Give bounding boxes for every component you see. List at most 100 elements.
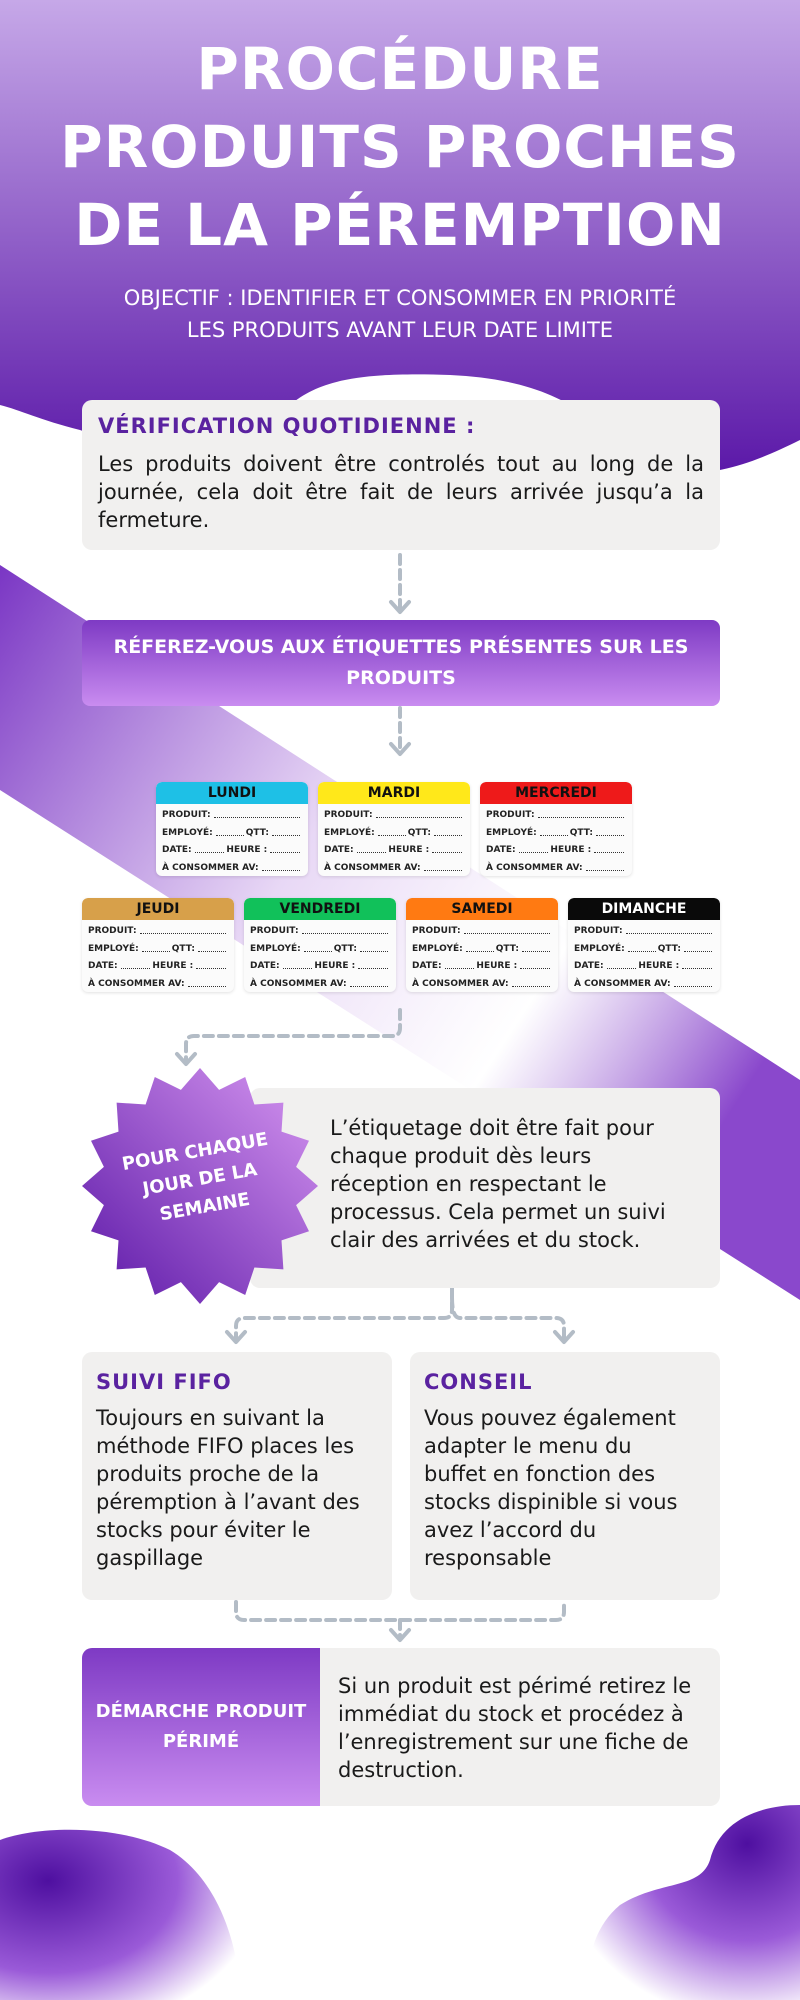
conseil-card: CONSEIL Vous pouvez également adapter le… bbox=[410, 1352, 720, 1600]
label-row: PRODUIT: bbox=[412, 924, 552, 936]
label-row: À CONSOMMER AV: bbox=[486, 861, 626, 873]
fifo-title: SUIVI FIFO bbox=[96, 1370, 232, 1394]
label-field-produit: PRODUIT: bbox=[162, 810, 211, 820]
labelling-text-line: clair des arrivées et du stock. bbox=[330, 1228, 641, 1252]
label-field-produit: PRODUIT: bbox=[412, 926, 461, 936]
reference-banner-line-1: RÉFEREZ-VOUS AUX ÉTIQUETTES PRÉSENTES SU… bbox=[113, 636, 689, 658]
label-field-line bbox=[377, 835, 406, 836]
label-field-date: DATE: bbox=[486, 845, 516, 855]
label-field-employe: EMPLOYÉ: bbox=[250, 944, 301, 954]
fifo-card: SUIVI FIFO Toujours en suivant la méthod… bbox=[82, 1352, 392, 1600]
day-label-samedi: SAMEDI PRODUIT: EMPLOYÉ:QTT: DATE:HEURE : À … bbox=[406, 898, 558, 992]
labelling-text-line: chaque produit dès leurs bbox=[330, 1144, 592, 1168]
label-row: DATE: HEURE : bbox=[88, 959, 228, 971]
label-field-date: DATE: bbox=[162, 845, 192, 855]
label-row: À CONSOMMER AV: bbox=[250, 977, 390, 989]
label-field-date: DATE: bbox=[88, 961, 118, 971]
conseil-text-line: stocks dispinible si vous bbox=[424, 1490, 678, 1514]
label-field-produit: PRODUIT: bbox=[250, 926, 299, 936]
expired-text-line: l’enregistrement sur une fiche de bbox=[338, 1730, 689, 1754]
label-field-line bbox=[197, 951, 226, 952]
conseil-text-line: adapter le menu du bbox=[424, 1434, 632, 1458]
label-row: PRODUIT: bbox=[574, 924, 714, 936]
label-row: DATE: HEURE : bbox=[162, 843, 302, 855]
label-field-line bbox=[465, 951, 494, 952]
label-field-produit: PRODUIT: bbox=[88, 926, 137, 936]
label-field-produit: PRODUIT: bbox=[486, 810, 535, 820]
day-label-header: MERCREDI bbox=[480, 782, 632, 804]
conseil-text-line: buffet en fonction des bbox=[424, 1462, 656, 1486]
label-field-qtt: QTT: bbox=[657, 944, 681, 954]
label-field-line bbox=[261, 870, 300, 871]
day-label-header: VENDREDI bbox=[244, 898, 396, 920]
expired-product-label: DÉMARCHE PRODUIT PÉRIMÉ bbox=[82, 1648, 320, 1806]
label-field-line bbox=[271, 835, 300, 836]
expired-label-line: PÉRIMÉ bbox=[162, 1731, 240, 1752]
page-title-line-2: PRODUITS PROCHES bbox=[60, 113, 740, 181]
label-field-consommer: À CONSOMMER AV: bbox=[324, 863, 421, 873]
label-field-line bbox=[187, 986, 226, 987]
label-field-consommer: À CONSOMMER AV: bbox=[574, 979, 671, 989]
day-label-header: LUNDI bbox=[156, 782, 308, 804]
label-field-date: DATE: bbox=[574, 961, 604, 971]
reference-labels-banner: RÉFEREZ-VOUS AUX ÉTIQUETTES PRÉSENTES SU… bbox=[82, 620, 720, 706]
label-field-consommer: À CONSOMMER AV: bbox=[412, 979, 509, 989]
label-row: PRODUIT: bbox=[162, 808, 302, 820]
label-field-line bbox=[423, 870, 462, 871]
label-field-line bbox=[594, 852, 624, 853]
label-field-line bbox=[518, 852, 549, 853]
labelling-text-line: processus. Cela permet un suivi bbox=[330, 1200, 666, 1224]
label-field-line bbox=[213, 817, 300, 818]
label-field-employe: EMPLOYÉ: bbox=[88, 944, 139, 954]
label-row: EMPLOYÉ:QTT: bbox=[162, 826, 302, 838]
label-field-employe: EMPLOYÉ: bbox=[162, 828, 213, 838]
label-field-line bbox=[356, 852, 387, 853]
label-field-line bbox=[358, 968, 388, 969]
label-field-line bbox=[444, 968, 475, 969]
label-row: PRODUIT: bbox=[324, 808, 464, 820]
label-row: PRODUIT: bbox=[88, 924, 228, 936]
label-row: PRODUIT: bbox=[486, 808, 626, 820]
label-field-heure: HEURE : bbox=[476, 961, 518, 971]
conseil-text-line: responsable bbox=[424, 1546, 552, 1570]
label-field-consommer: À CONSOMMER AV: bbox=[250, 979, 347, 989]
label-field-heure: HEURE : bbox=[226, 845, 268, 855]
day-label-header: MARDI bbox=[318, 782, 470, 804]
label-field-heure: HEURE : bbox=[152, 961, 194, 971]
label-field-qtt: QTT: bbox=[407, 828, 431, 838]
label-field-line bbox=[194, 852, 225, 853]
fifo-text-line: stocks pour éviter le bbox=[96, 1518, 311, 1542]
label-row: EMPLOYÉ:QTT: bbox=[412, 942, 552, 954]
label-field-heure: HEURE : bbox=[638, 961, 680, 971]
label-field-line bbox=[141, 951, 170, 952]
fifo-text-line: méthode FIFO places les bbox=[96, 1434, 355, 1458]
label-field-line bbox=[139, 933, 226, 934]
label-row: DATE:HEURE : bbox=[250, 959, 390, 971]
label-row: À CONSOMMER AV: bbox=[324, 861, 464, 873]
label-field-date: DATE: bbox=[324, 845, 354, 855]
label-field-heure: HEURE : bbox=[314, 961, 356, 971]
verification-text: Les produits doivent être controlés tout… bbox=[98, 452, 704, 532]
label-field-consommer: À CONSOMMER AV: bbox=[88, 979, 185, 989]
label-field-line bbox=[432, 852, 462, 853]
label-field-line bbox=[682, 968, 712, 969]
label-field-line bbox=[433, 835, 462, 836]
label-field-consommer: À CONSOMMER AV: bbox=[486, 863, 583, 873]
label-field-produit: PRODUIT: bbox=[324, 810, 373, 820]
label-row: À CONSOMMER AV: bbox=[88, 977, 228, 989]
label-field-qtt: QTT: bbox=[333, 944, 357, 954]
labelling-text: L’étiquetage doit être fait pour chaque … bbox=[330, 1114, 666, 1254]
expired-text-line: immédiat du stock et procédez à bbox=[338, 1702, 684, 1726]
label-field-line bbox=[539, 835, 568, 836]
day-label-header: SAMEDI bbox=[406, 898, 558, 920]
label-field-line bbox=[120, 968, 151, 969]
label-row: DATE:HEURE : bbox=[412, 959, 552, 971]
conseil-title: CONSEIL bbox=[424, 1370, 533, 1394]
label-row: PRODUIT: bbox=[250, 924, 390, 936]
label-row: DATE: HEURE : bbox=[574, 959, 714, 971]
label-field-line bbox=[463, 933, 550, 934]
